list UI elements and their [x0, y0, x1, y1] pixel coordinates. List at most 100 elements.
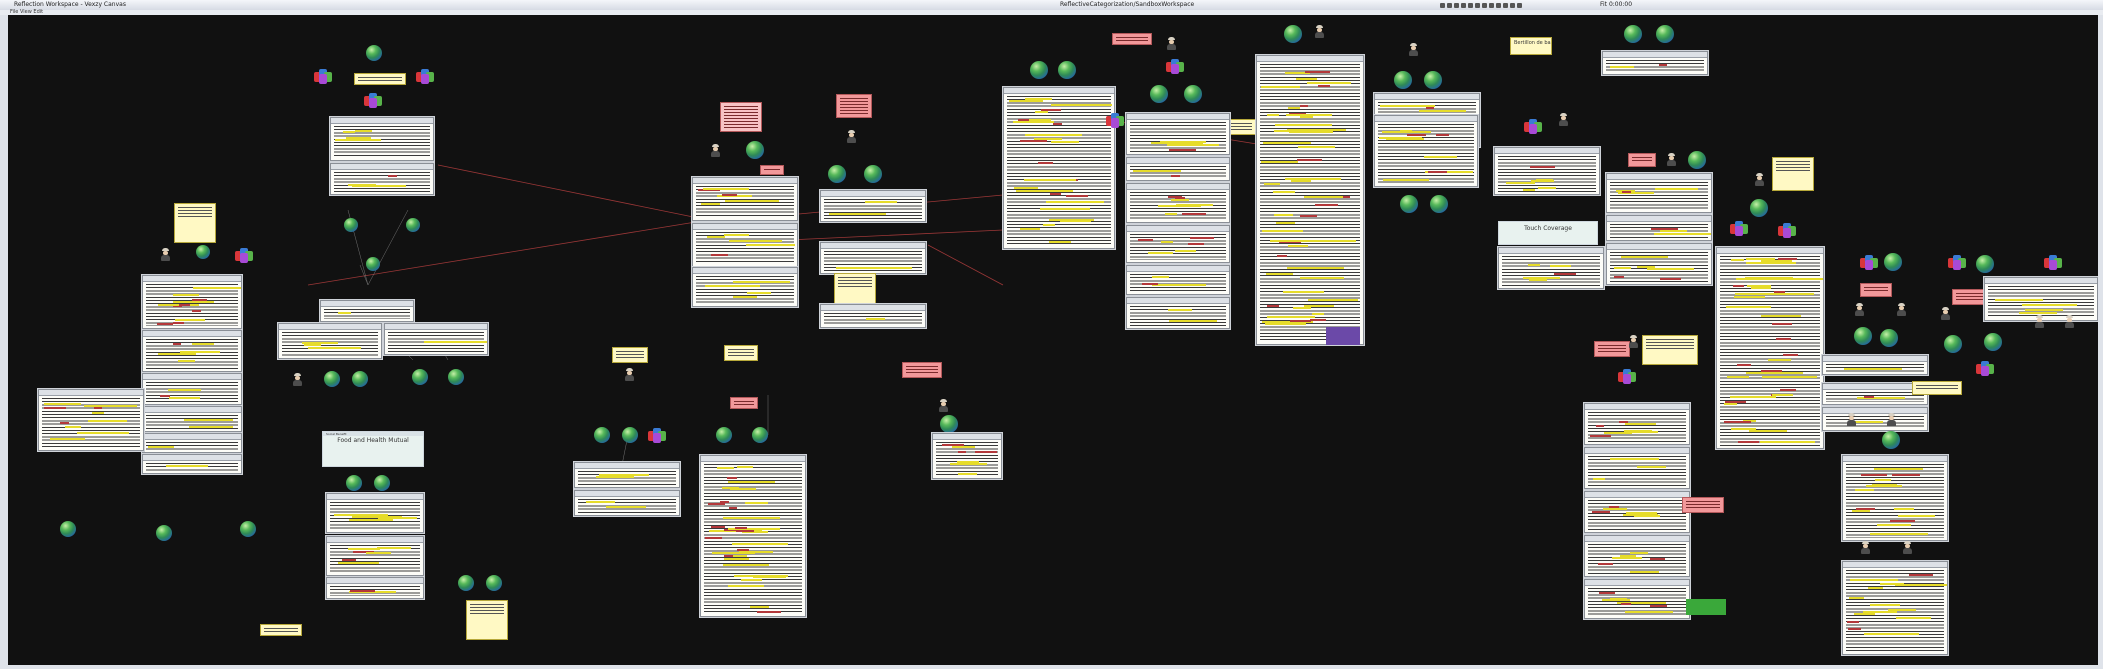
person-icon[interactable] [1940, 307, 1951, 320]
evidence-card[interactable] [330, 163, 434, 195]
card-header[interactable] [693, 224, 797, 230]
category-cluster-icon[interactable] [1166, 59, 1184, 74]
globe-icon[interactable] [240, 521, 256, 537]
globe-icon[interactable] [1150, 85, 1168, 103]
evidence-card[interactable] [1126, 297, 1230, 329]
card-header[interactable] [575, 463, 679, 469]
evidence-card[interactable] [692, 223, 798, 267]
evidence-card[interactable] [1003, 87, 1115, 249]
card-header[interactable] [1495, 148, 1599, 154]
card-header[interactable] [1603, 52, 1707, 58]
evidence-card[interactable] [1602, 51, 1708, 75]
evidence-card[interactable] [1842, 561, 1948, 655]
evidence-card[interactable] [142, 454, 242, 474]
card-header[interactable] [1257, 56, 1363, 62]
evidence-card[interactable] [820, 242, 926, 274]
tag-label[interactable] [1682, 497, 1724, 513]
globe-icon[interactable] [1854, 327, 1872, 345]
evidence-card[interactable] [1822, 407, 1928, 431]
card-header[interactable] [1843, 456, 1947, 462]
card-header[interactable] [1607, 244, 1711, 250]
card-header[interactable] [1127, 266, 1229, 272]
tool-icon[interactable] [1440, 2, 1445, 8]
evidence-card[interactable] [1716, 247, 1824, 449]
card-header[interactable] [1585, 404, 1689, 410]
category-cluster-icon[interactable] [1976, 361, 1994, 376]
evidence-card[interactable] [142, 373, 242, 405]
category-cluster-icon[interactable] [1106, 113, 1124, 128]
tool-icon[interactable] [1447, 2, 1452, 8]
card-header[interactable] [1127, 184, 1229, 190]
category-cluster-icon[interactable] [416, 69, 434, 84]
person-icon[interactable] [1854, 303, 1865, 316]
evidence-card[interactable] [1126, 183, 1230, 223]
card-header[interactable] [1375, 116, 1477, 122]
globe-icon[interactable] [406, 218, 420, 232]
category-cluster-icon[interactable] [364, 93, 382, 108]
evidence-card[interactable] [142, 433, 242, 453]
globe-icon[interactable] [352, 371, 368, 387]
evidence-card[interactable] [326, 536, 424, 576]
evidence-card[interactable] [1584, 403, 1690, 445]
tool-icon[interactable] [1503, 2, 1508, 8]
globe-icon[interactable] [1030, 61, 1048, 79]
globe-icon[interactable] [746, 141, 764, 159]
tag-label[interactable] [1112, 33, 1152, 45]
card-header[interactable] [39, 390, 143, 396]
globe-icon[interactable] [1424, 71, 1442, 89]
evidence-card[interactable] [932, 433, 1002, 479]
evidence-card[interactable] [38, 389, 144, 451]
evidence-card[interactable] [1126, 113, 1230, 155]
menu-items[interactable]: File View Edit [10, 9, 44, 15]
person-icon[interactable] [2034, 315, 2045, 328]
card-header[interactable] [1843, 562, 1947, 568]
evidence-card[interactable] [1842, 455, 1948, 541]
zoom-label[interactable]: Fit 0:00:00 [1600, 1, 1633, 8]
person-icon[interactable] [1754, 173, 1765, 186]
evidence-card[interactable] [142, 330, 242, 372]
tag-label[interactable] [902, 362, 942, 378]
globe-icon[interactable] [622, 427, 638, 443]
globe-icon[interactable] [1058, 61, 1076, 79]
evidence-card[interactable] [330, 117, 434, 161]
evidence-card[interactable] [326, 493, 424, 533]
evidence-card[interactable] [1256, 55, 1364, 345]
card-header[interactable] [821, 243, 925, 249]
card-header[interactable] [693, 268, 797, 274]
evidence-card[interactable] [1584, 491, 1690, 533]
card-header[interactable] [321, 301, 413, 307]
sector-card[interactable]: Touch Coverage [1498, 221, 1598, 245]
tool-icon[interactable] [1517, 2, 1522, 8]
globe-icon[interactable] [864, 165, 882, 183]
card-header[interactable] [1585, 536, 1689, 542]
evidence-card[interactable] [692, 177, 798, 221]
card-header[interactable] [143, 276, 241, 282]
purple-block[interactable] [1326, 327, 1360, 345]
evidence-card[interactable] [1126, 225, 1230, 263]
person-icon[interactable] [938, 399, 949, 412]
globe-icon[interactable] [1880, 329, 1898, 347]
sticky-note[interactable] [260, 624, 302, 636]
tag-label[interactable] [1952, 289, 1988, 305]
card-header[interactable] [1585, 580, 1689, 586]
category-cluster-icon[interactable] [648, 428, 666, 443]
card-header[interactable] [1607, 216, 1711, 222]
card-header[interactable] [1127, 114, 1229, 120]
card-header[interactable] [143, 455, 241, 461]
card-header[interactable] [327, 578, 423, 584]
card-header[interactable] [143, 407, 241, 413]
person-icon[interactable] [624, 368, 635, 381]
tag-label[interactable] [720, 102, 762, 132]
card-header[interactable] [1985, 278, 2097, 284]
sticky-note[interactable] [1772, 157, 1814, 191]
evidence-card[interactable] [1374, 115, 1478, 187]
person-icon[interactable] [1666, 153, 1677, 166]
card-header[interactable] [1823, 384, 1927, 390]
sticky-note[interactable] [834, 273, 876, 305]
category-cluster-icon[interactable] [1524, 119, 1542, 134]
selection-header[interactable]: Social Benefit [323, 432, 423, 436]
evidence-card[interactable] [1606, 215, 1712, 241]
card-header[interactable] [693, 178, 797, 184]
sticky-note[interactable] [354, 73, 406, 85]
